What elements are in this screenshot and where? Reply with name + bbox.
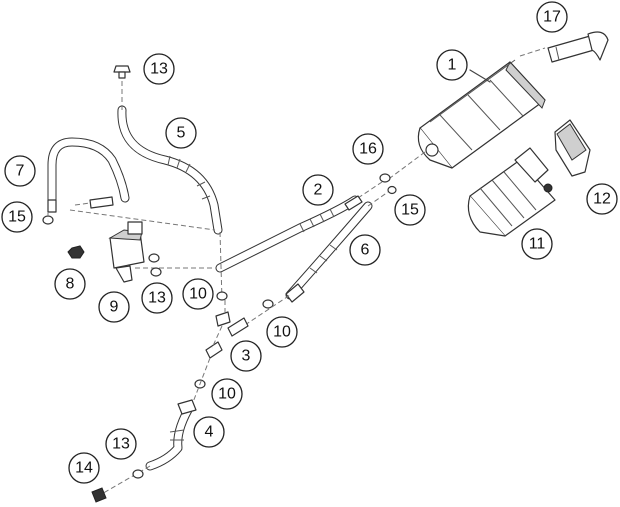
- svg-text:13: 13: [150, 61, 168, 78]
- callout-13-a: 13: [143, 53, 175, 85]
- callout-15-b: 15: [394, 194, 426, 226]
- part-17-elbow-hose: [547, 31, 609, 63]
- part-15-clamp-left: [42, 212, 54, 225]
- part-5-hose: [117, 78, 223, 301]
- svg-text:8: 8: [66, 276, 75, 293]
- callout-8: 8: [54, 268, 86, 300]
- svg-text:10: 10: [218, 386, 236, 403]
- part-13-top-fitting: [113, 65, 131, 79]
- svg-text:10: 10: [189, 286, 207, 303]
- svg-text:2: 2: [314, 182, 323, 199]
- callout-12: 12: [586, 183, 618, 215]
- part-t-fitting: [215, 300, 231, 327]
- svg-text:15: 15: [8, 209, 26, 226]
- callout-7: 7: [4, 155, 36, 187]
- callout-13-b: 13: [141, 282, 173, 314]
- part-15-clamp-right: [387, 185, 397, 195]
- part-2-hose: [215, 181, 383, 273]
- part-6-hose: [285, 191, 389, 303]
- part-16-clamp: [379, 173, 391, 183]
- part-10-lower-clamp: [189, 357, 211, 411]
- callout-15-a: 15: [1, 201, 33, 233]
- part-8-nut: [67, 245, 85, 259]
- svg-text:11: 11: [529, 236, 546, 253]
- callout-10-c: 10: [211, 378, 243, 410]
- svg-text:13: 13: [148, 290, 166, 307]
- svg-text:4: 4: [205, 424, 214, 441]
- part-13-mid-clamp: [148, 253, 162, 277]
- svg-text:13: 13: [112, 436, 130, 453]
- callout-3: 3: [230, 340, 262, 372]
- callout-11: 11: [521, 228, 553, 260]
- part-7-hose: [47, 137, 130, 213]
- callout-5: 5: [165, 117, 197, 149]
- svg-text:10: 10: [273, 324, 291, 341]
- svg-text:7: 7: [16, 163, 25, 180]
- callout-6: 6: [349, 234, 381, 266]
- svg-text:17: 17: [543, 9, 561, 26]
- svg-text:15: 15: [401, 202, 419, 219]
- svg-text:16: 16: [359, 141, 377, 158]
- callout-16: 16: [352, 133, 384, 165]
- part-1-canister: [389, 47, 546, 179]
- part-3-connector: [205, 317, 249, 359]
- part-4-hose: [99, 399, 197, 496]
- callout-13-c: 13: [105, 428, 137, 460]
- part-12-bracket: [554, 119, 591, 177]
- callout-4: 4: [193, 416, 225, 448]
- svg-text:14: 14: [75, 460, 93, 477]
- callout-10-b: 10: [266, 316, 298, 348]
- svg-text:1: 1: [448, 57, 457, 74]
- svg-text:9: 9: [110, 299, 119, 316]
- part-10-upper-clamp: [216, 291, 228, 301]
- svg-text:12: 12: [593, 191, 611, 208]
- part-13-bottom-clamp: [132, 469, 144, 479]
- part-10-right-clamp: [244, 294, 291, 326]
- svg-text:5: 5: [177, 125, 186, 142]
- svg-text:3: 3: [242, 348, 251, 365]
- callout-1: 1: [436, 49, 468, 81]
- svg-text:6: 6: [361, 242, 370, 259]
- callout-10-a: 10: [182, 278, 214, 310]
- part-11-holder: [467, 147, 556, 237]
- leader-lines: [469, 69, 491, 83]
- callout-17: 17: [536, 1, 568, 33]
- part-14-end-fitting: [91, 487, 107, 503]
- callout-2: 2: [302, 174, 334, 206]
- callout-9: 9: [98, 291, 130, 323]
- part-9-valve: [108, 221, 145, 283]
- callout-14: 14: [68, 452, 100, 484]
